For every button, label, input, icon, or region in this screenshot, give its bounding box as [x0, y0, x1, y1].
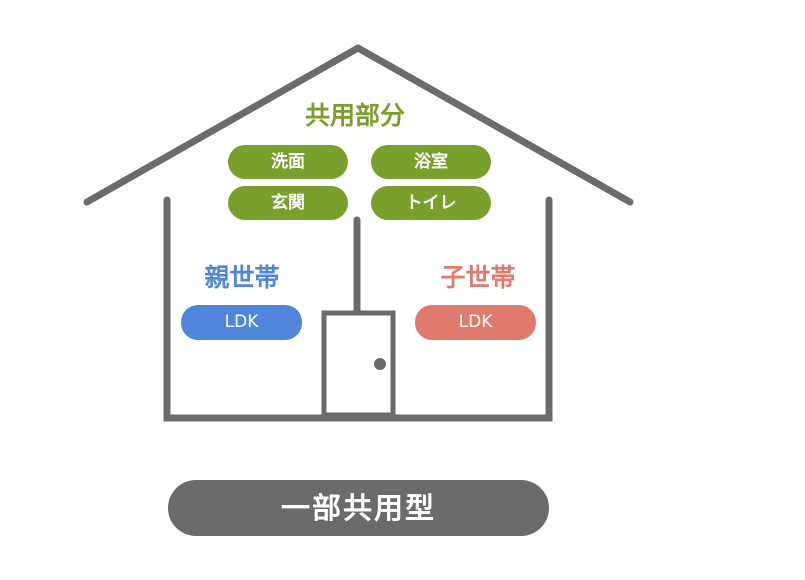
room-pill-genkan: 玄関	[228, 186, 348, 220]
room-pill-senmen: 洗面	[228, 145, 348, 179]
parent-household-title: 親世帯	[204, 263, 280, 292]
room-pill-yokushitsu: 浴室	[371, 145, 491, 179]
child-household-title: 子世帯	[440, 263, 516, 292]
room-pill-toilet: トイレ	[371, 186, 491, 220]
child-ldk-pill: LDK	[415, 305, 536, 340]
door-knob	[374, 358, 386, 370]
shared-area-title: 共用部分	[304, 101, 405, 130]
house-walls	[163, 196, 553, 422]
parent-ldk-pill: LDK	[181, 305, 302, 340]
housing-type-badge: 一部共用型	[168, 480, 549, 536]
house-roof	[83, 44, 634, 206]
